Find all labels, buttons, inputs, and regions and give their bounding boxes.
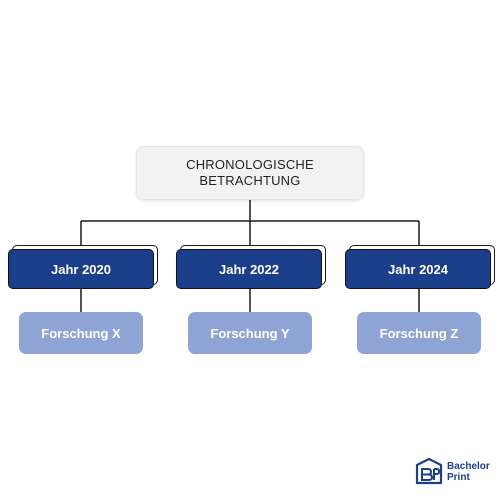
year-node-1: Jahr 2020 [8, 245, 158, 293]
bachelorprint-logo-icon [415, 457, 443, 485]
research-node-2: Forschung Y [188, 312, 312, 354]
year-node-box: Jahr 2024 [345, 249, 491, 289]
research-node-label: Forschung Z [379, 325, 459, 341]
logo-text-line2: Print [447, 472, 470, 483]
year-node-box: Jahr 2022 [176, 249, 322, 289]
root-node: CHRONOLOGISCHE BETRACHTUNG [136, 146, 364, 200]
research-node-3: Forschung Z [357, 312, 481, 354]
root-node-label: CHRONOLOGISCHE BETRACHTUNG [186, 157, 314, 188]
year-node-2: Jahr 2022 [176, 245, 326, 293]
logo-text-line1: Bachelor [447, 461, 490, 472]
research-node-label: Forschung X [41, 325, 121, 341]
research-node-1: Forschung X [19, 312, 143, 354]
year-node-box: Jahr 2020 [8, 249, 154, 289]
logo-text: Bachelor Print [447, 461, 490, 483]
bachelorprint-logo: Bachelor Print [414, 455, 494, 489]
research-node-label: Forschung Y [210, 325, 290, 341]
year-node-label: Jahr 2022 [219, 261, 279, 277]
year-node-label: Jahr 2020 [51, 261, 111, 277]
year-node-3: Jahr 2024 [345, 245, 495, 293]
year-node-label: Jahr 2024 [388, 261, 448, 277]
